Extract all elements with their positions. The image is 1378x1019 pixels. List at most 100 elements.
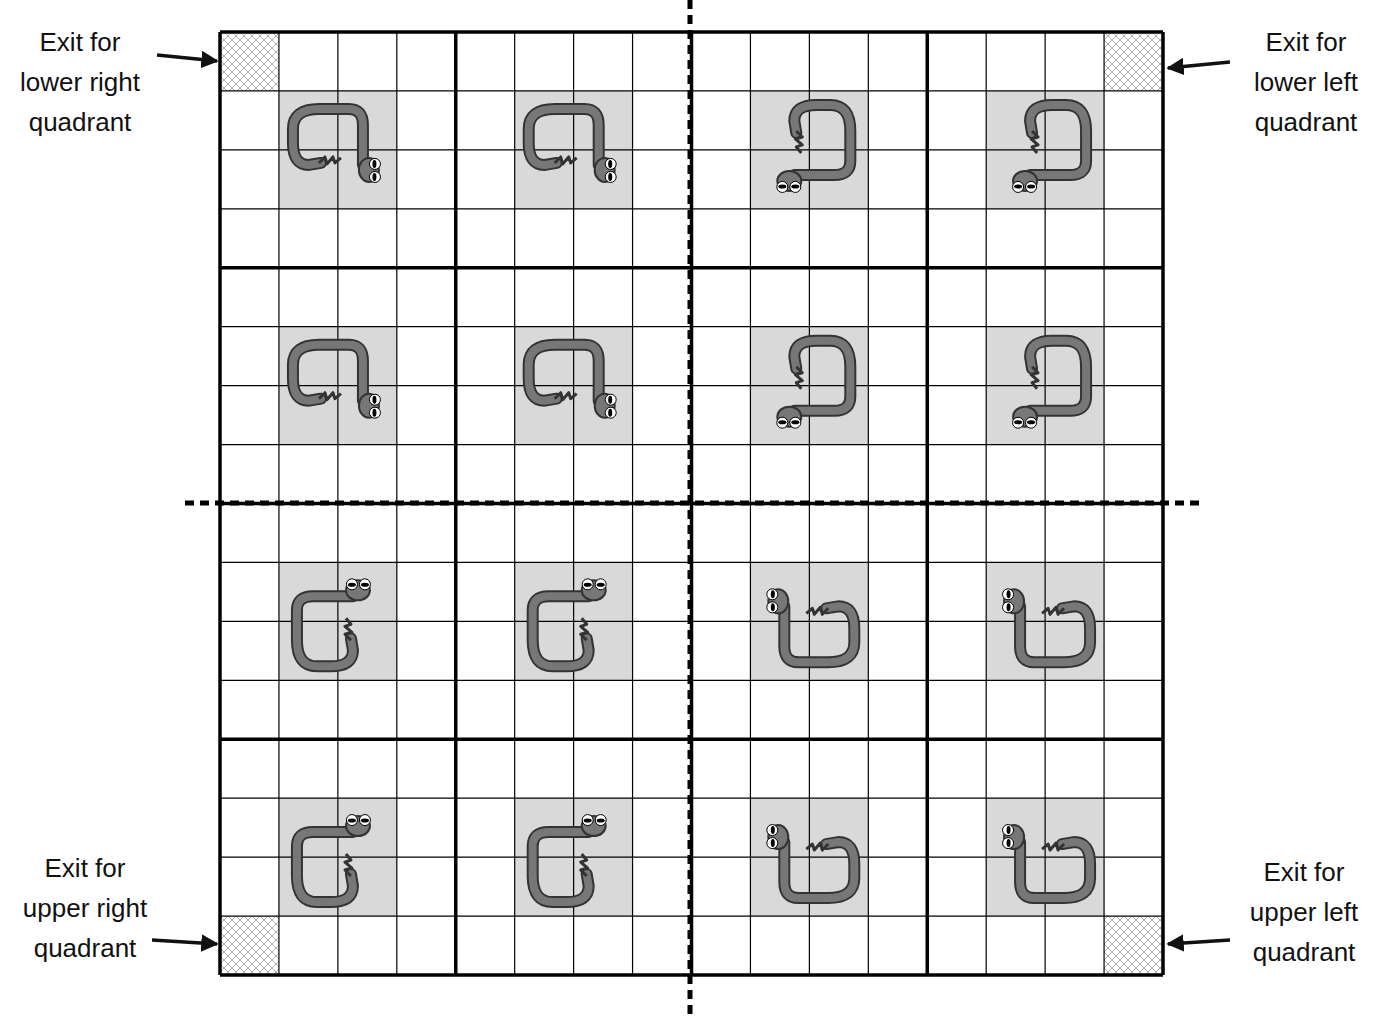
worm-eye (605, 171, 616, 182)
worm-eye (605, 394, 616, 405)
worm-head (359, 394, 379, 418)
exit-cell (1104, 32, 1163, 91)
worm-head (768, 589, 788, 613)
worm-pupil (778, 420, 786, 424)
leader-arrow (1168, 62, 1230, 68)
worm-tail (555, 393, 577, 400)
worm-body (293, 109, 363, 165)
worm-head (595, 394, 615, 418)
exit-label: Exit for lower right quadrant (10, 22, 150, 142)
worm-head (1013, 407, 1037, 427)
worm-head (777, 407, 801, 427)
worm-body (784, 842, 854, 898)
worm-eye (777, 417, 788, 428)
worm-body (1020, 606, 1090, 662)
worm-figure (777, 341, 851, 429)
worm-body (297, 596, 353, 666)
exit-label: Exit for upper left quadrant (1234, 852, 1374, 972)
worm-tail (795, 367, 802, 389)
worm-pupil (791, 184, 799, 188)
worm-body (1020, 842, 1090, 898)
worm-head (595, 158, 615, 182)
worm-tail (581, 618, 588, 640)
worm-pupil (372, 173, 376, 181)
worm-eye (369, 158, 380, 169)
worm-head (1004, 589, 1024, 613)
worm-body (784, 606, 854, 662)
worm-pupil (1007, 603, 1011, 611)
worm-tail (806, 607, 828, 614)
worm-head (346, 816, 370, 836)
worm-head (346, 580, 370, 600)
exit-cell (220, 32, 279, 91)
worm-eye (790, 181, 801, 192)
worm-tail (345, 618, 352, 640)
worm-eye (767, 602, 778, 613)
worm-head (777, 171, 801, 191)
exit-cell (220, 916, 279, 975)
worm-pupil (608, 409, 612, 417)
exit-label: Exit for upper right quadrant (15, 848, 155, 968)
worm-pupil (1014, 420, 1022, 424)
worm-body (297, 596, 353, 666)
worm-eye (767, 825, 778, 836)
worm-figure (297, 815, 371, 903)
worm-eye (359, 579, 370, 590)
worm-eye (1013, 181, 1024, 192)
worm-tail (1042, 607, 1064, 614)
worm-tail (1031, 367, 1038, 389)
worm-eye (1013, 417, 1024, 428)
worm-pupil (584, 583, 592, 587)
worm-body (1020, 842, 1090, 898)
worm-pupil (1027, 420, 1035, 424)
worm-tail (319, 157, 341, 164)
worm-figure (533, 579, 607, 667)
worm-body (794, 105, 850, 175)
worm-tail (795, 131, 802, 153)
worm-pupil (771, 590, 775, 598)
exit-cell (1104, 916, 1163, 975)
worm-body (297, 832, 353, 902)
worm-body (1030, 341, 1086, 411)
worm-eye (595, 815, 606, 826)
worm-tail (1042, 843, 1064, 850)
quadrant-divider (688, 0, 693, 1019)
worm-body (293, 109, 363, 165)
worm-pupil (1007, 590, 1011, 598)
leader-arrow (1168, 940, 1230, 944)
worm-figure (297, 579, 371, 667)
worm-figure (529, 109, 617, 183)
worm-eye (1026, 181, 1037, 192)
worm-eye (777, 181, 788, 192)
worm-eye (359, 815, 370, 826)
worm-eye (767, 589, 778, 600)
worm-body (529, 109, 599, 165)
worm-pupil (372, 409, 376, 417)
worm-pupil (1014, 184, 1022, 188)
worm-pupil (361, 583, 369, 587)
worm-head (768, 825, 788, 849)
worm-body (297, 832, 353, 902)
worm-pupil (1007, 826, 1011, 834)
worm-pupil (608, 173, 612, 181)
worm-eye (1003, 838, 1014, 849)
worm-body (794, 105, 850, 175)
leader-arrow (157, 55, 217, 61)
worm-figure (767, 589, 855, 663)
worm-body (794, 341, 850, 411)
worm-eye (1003, 589, 1014, 600)
worm-eye (346, 815, 357, 826)
worm-pupil (608, 160, 612, 168)
worm-eye (605, 158, 616, 169)
worm-body (533, 832, 589, 902)
worm-body (533, 832, 589, 902)
worm-eye (595, 579, 606, 590)
worm-figure (767, 825, 855, 899)
worm-tail (319, 393, 341, 400)
worm-pupil (771, 826, 775, 834)
worm-pupil (608, 396, 612, 404)
worm-pupil (1007, 839, 1011, 847)
worm-pupil (1027, 184, 1035, 188)
worm-tail (581, 854, 588, 876)
worm-eye (369, 171, 380, 182)
